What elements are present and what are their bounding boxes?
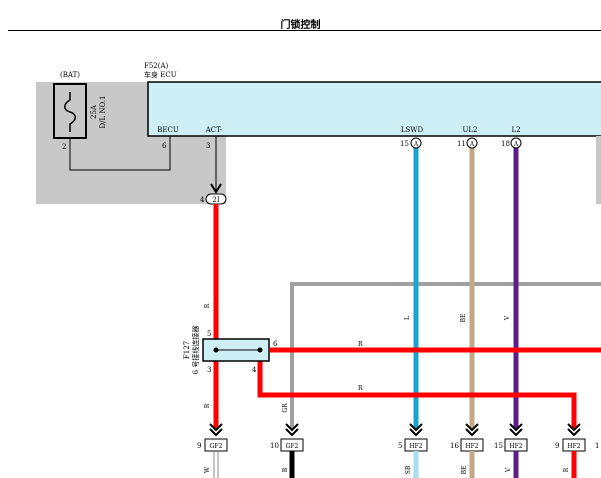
chevron-down-icon <box>409 423 423 437</box>
ecu-pin-l2-connector <box>510 137 522 149</box>
chevron-down-icon <box>567 423 581 437</box>
red-wire-h2 <box>257 350 577 428</box>
splice-node-right <box>257 347 263 353</box>
fuse-source-label: (BAT) <box>60 71 80 79</box>
ecu-pin-lswd-conn: A <box>413 141 419 148</box>
ecu-pin-lswd-name: LSWD <box>401 126 424 134</box>
ecu-pin-ul2-num: 11 <box>457 140 466 148</box>
ecu-pin-l2-name: L2 <box>511 126 520 134</box>
conn-1-below: W <box>204 466 211 473</box>
conn-3-name: HF2 <box>409 443 422 450</box>
wire-color-red-lower: R <box>204 403 211 408</box>
ecu-code: F52(A) <box>144 62 169 70</box>
ecu-pin-act-name: ACT- <box>205 126 223 134</box>
wire-color-gray: GR <box>282 403 289 413</box>
wire-color-ul2: BE <box>460 314 467 323</box>
fuse-pin-2: 2 <box>62 143 66 151</box>
conn-1-num: 9 <box>197 442 201 450</box>
splice-pin-br: 4 <box>252 366 257 374</box>
splice-node-left <box>213 347 219 353</box>
title-rule <box>8 30 601 31</box>
fuse-ecu-wire <box>69 136 171 171</box>
conn-6-below: R <box>563 467 570 472</box>
ecu-pin-becu-num: 6 <box>162 142 167 150</box>
splice-pin-top: 5 <box>207 330 211 338</box>
bottom-arrows <box>209 423 581 437</box>
conn-5-below: V <box>505 467 512 473</box>
fuse-icon <box>64 92 76 132</box>
splice-pin-right: 6 <box>273 340 278 348</box>
junction-conn: 2I <box>212 196 219 204</box>
conn-1-name: GF2 <box>210 443 223 450</box>
ecu-pin-becu-name: BECU <box>157 126 179 134</box>
ecu-pin-l2-num: 18 <box>501 140 510 148</box>
ecu-pin-lswd-connector <box>410 137 422 149</box>
ecu-pin-act-num: 3 <box>206 142 210 150</box>
conn-4-below: BE <box>461 466 468 475</box>
conn-7-num: 1 <box>595 442 599 450</box>
chevron-down-icon <box>509 423 523 437</box>
ecu-right-edge <box>596 136 601 204</box>
conn-3-num: 5 <box>398 442 402 450</box>
splice-code: F127 <box>183 341 191 359</box>
splice-name: 6 号接线连接器 <box>191 326 200 375</box>
gray-wire <box>290 282 601 428</box>
ecu-name: 车身 ECU <box>144 70 177 79</box>
conn-2-name: GF2 <box>286 443 299 450</box>
wire-color-red-upper: R <box>204 303 211 308</box>
conn-2-num: 10 <box>270 442 279 450</box>
conn-6-num: 9 <box>555 442 559 450</box>
conn-5-name: HF2 <box>509 443 522 450</box>
wire-color-lswd: L <box>404 316 411 320</box>
fuse-rating-1: 25A <box>90 104 98 119</box>
conn-3-below: SB <box>405 465 412 474</box>
chevron-down-icon <box>465 423 479 437</box>
chevron-down-icon <box>285 423 299 437</box>
wire-color-red-h1: R <box>358 341 363 348</box>
junction-pin: 4 <box>200 196 205 204</box>
ecu-pin-lswd-num: 15 <box>400 140 409 148</box>
wire-color-red-h2: R <box>358 385 363 392</box>
conn-6-name: HF2 <box>567 443 580 450</box>
act-arrow-icon <box>210 183 222 194</box>
wire-color-l2: V <box>504 315 511 321</box>
ecu-pin-l2-conn: A <box>513 141 519 148</box>
ecu-body <box>147 81 601 137</box>
conn-4-num: 16 <box>450 442 459 450</box>
conn-box-1 <box>204 438 228 452</box>
chevron-down-icon <box>209 423 223 437</box>
conn-4-name: HF2 <box>465 443 478 450</box>
ecu-pin-ul2-connector <box>466 137 478 149</box>
ecu-pin-ul2-name: UL2 <box>462 126 477 134</box>
page-title: 门锁控制 <box>280 20 321 31</box>
conn-2-below: B <box>282 467 289 472</box>
conn-5-num: 15 <box>494 442 503 450</box>
fuse-rating-2: D/L NO.1 <box>99 96 107 129</box>
splice-pin-bl: 3 <box>207 366 211 374</box>
ecu-pin-ul2-conn: A <box>469 141 475 148</box>
